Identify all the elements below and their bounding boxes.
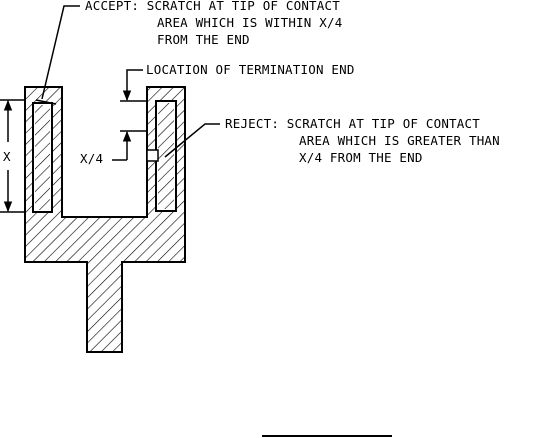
reject-label-line1: REJECT: SCRATCH AT TIP OF CONTACT (225, 116, 480, 131)
dim-x4-label: X/4 (80, 151, 103, 166)
location-leader (127, 70, 143, 80)
reject-label-line3: X/4 FROM THE END (299, 150, 423, 165)
accept-label-line3: FROM THE END (157, 32, 250, 47)
reject-scratch-mark (147, 150, 158, 161)
location-label: LOCATION OF TERMINATION END (146, 62, 355, 77)
reject-label-line2: AREA WHICH IS GREATER THAN (299, 133, 500, 148)
dim-x-label: X (3, 149, 11, 164)
accept-leader (42, 6, 80, 99)
accept-label-line2: AREA WHICH IS WITHIN X/4 (157, 15, 342, 30)
left-prong-slot-hatch (35, 105, 50, 210)
accept-label-line1: ACCEPT: SCRATCH AT TIP OF CONTACT (85, 0, 340, 13)
